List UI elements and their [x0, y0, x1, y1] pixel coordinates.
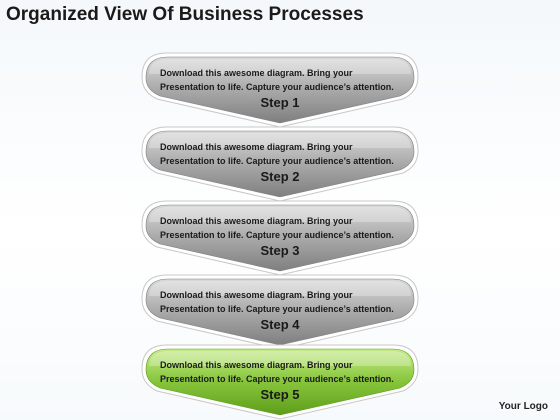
step-3: Download this awesome diagram. Bring you…: [141, 200, 419, 276]
step-4: Download this awesome diagram. Bring you…: [141, 274, 419, 350]
step-5-description-line-2: Presentation to life. Capture your audie…: [160, 374, 394, 384]
step-5-description-line-1: Download this awesome diagram. Bring you…: [160, 360, 353, 370]
step-5-arrow-shape: [141, 344, 419, 420]
step-4-arrow-shape: [141, 274, 419, 350]
step-4-label: Step 4: [260, 317, 300, 332]
step-1-description-line-2: Presentation to life. Capture your audie…: [160, 82, 394, 92]
step-3-description-line-2: Presentation to life. Capture your audie…: [160, 230, 394, 240]
page-title: Organized View Of Business Processes: [6, 4, 364, 25]
step-2-description: Download this awesome diagram. Bring you…: [160, 140, 410, 168]
logo-text: Your Logo: [498, 401, 548, 412]
step-5-label: Step 5: [260, 387, 300, 402]
step-3-description-line-1: Download this awesome diagram. Bring you…: [160, 216, 353, 226]
step-2-description-line-2: Presentation to life. Capture your audie…: [160, 156, 394, 166]
step-2-description-line-1: Download this awesome diagram. Bring you…: [160, 142, 353, 152]
step-1-description-line-1: Download this awesome diagram. Bring you…: [160, 68, 353, 78]
step-4-description-line-1: Download this awesome diagram. Bring you…: [160, 290, 353, 300]
step-1-description: Download this awesome diagram. Bring you…: [160, 66, 410, 94]
step-2: Download this awesome diagram. Bring you…: [141, 126, 419, 202]
step-2-arrow-shape: [141, 126, 419, 202]
step-1-arrow-shape: [141, 52, 419, 128]
step-4-description-line-2: Presentation to life. Capture your audie…: [160, 304, 394, 314]
step-1: Download this awesome diagram. Bring you…: [141, 52, 419, 128]
step-3-description: Download this awesome diagram. Bring you…: [160, 214, 410, 242]
step-5: Download this awesome diagram. Bring you…: [141, 344, 419, 420]
step-4-description: Download this awesome diagram. Bring you…: [160, 288, 410, 316]
step-5-description: Download this awesome diagram. Bring you…: [160, 358, 410, 386]
step-1-label: Step 1: [260, 95, 300, 110]
step-3-label: Step 3: [260, 243, 300, 258]
step-3-arrow-shape: [141, 200, 419, 276]
step-2-label: Step 2: [260, 169, 300, 184]
